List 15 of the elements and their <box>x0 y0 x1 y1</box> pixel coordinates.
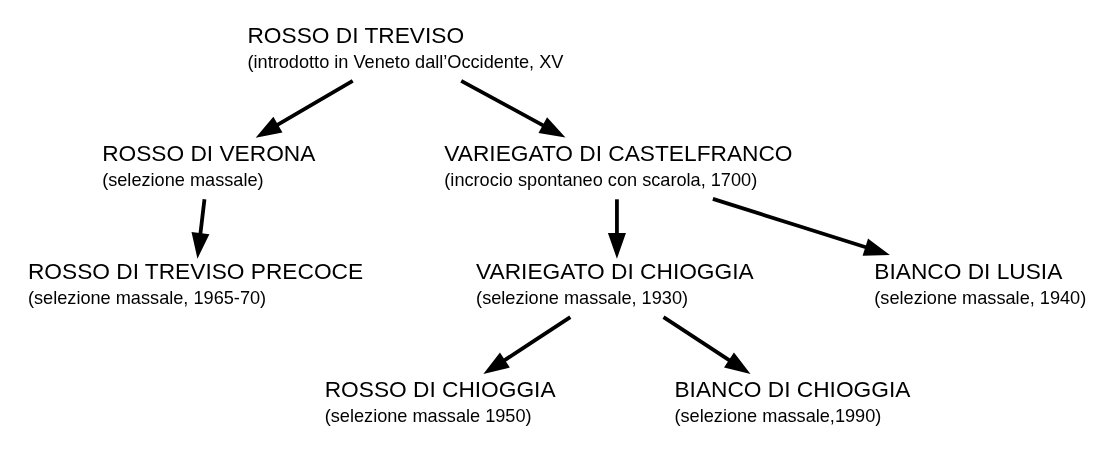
arrow <box>607 199 626 259</box>
arrow <box>662 315 751 375</box>
arrow <box>460 79 566 138</box>
node-text: VARIEGATO DI CASTELFRANCO (incrocio spontaneo con scarola, 1700) <box>444 139 793 191</box>
arrow <box>712 197 890 256</box>
node-text: BIANCO DI CHIOGGIA (selezione massale,1990) <box>674 376 911 427</box>
node-text: ROSSO DI TREVISO PRECOCE (selezione massale, 1965-70) <box>27 257 364 309</box>
arrow <box>255 79 354 138</box>
node-text: BIANCO DI LUSIA (selezione massale, 1940) <box>874 257 1087 309</box>
node-text: ROSSO DI TREVISO (introdotto in Veneto dall’Occidente, XV <box>247 21 564 72</box>
node-text: ROSSO DI VERONA (selezione massale) <box>102 139 316 191</box>
node-text: ROSSO DI CHIOGGIA (selezione massale 1950) <box>324 376 556 427</box>
arrow <box>483 315 572 375</box>
arrow <box>191 199 210 259</box>
node-text: VARIEGATO DI CHIOGGIA (selezione massale, 1930) <box>476 257 754 309</box>
